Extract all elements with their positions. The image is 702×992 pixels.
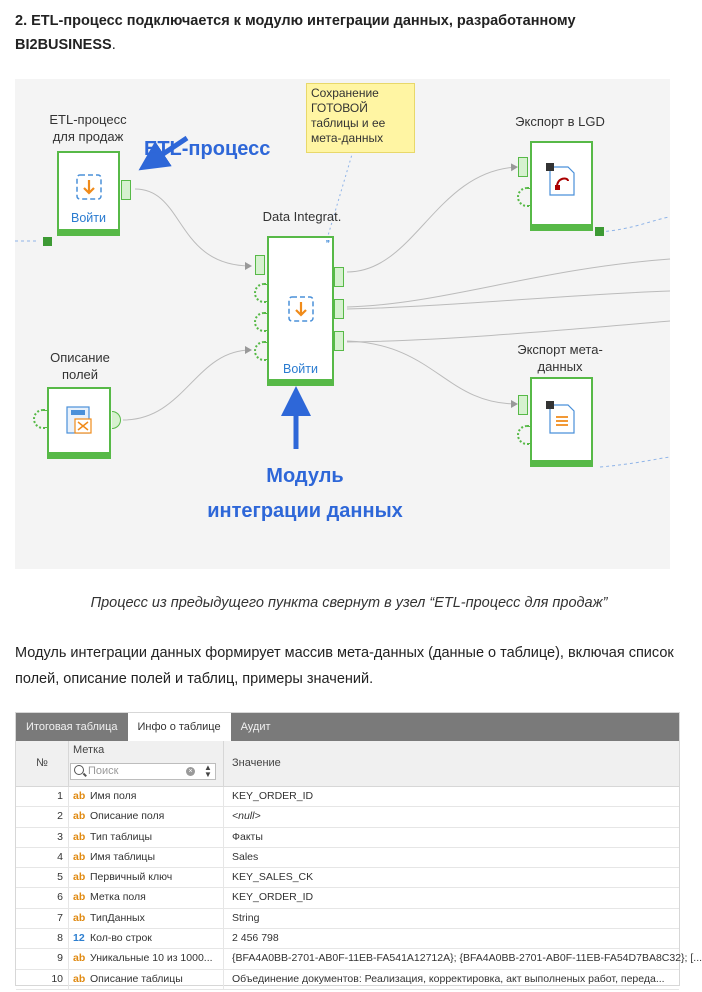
module-annotation: Модуль интеграции данных [207, 465, 403, 522]
connector-meta-out [599, 456, 671, 468]
tab-table-info[interactable]: Инфо о таблице [127, 713, 231, 741]
etl-output-port[interactable] [121, 180, 131, 200]
etl-input-port [43, 237, 52, 246]
type-icon: ab [73, 911, 86, 924]
connector-lgd-out [599, 216, 671, 233]
type-icon: 12 [73, 932, 85, 945]
type-icon: ab [73, 871, 86, 884]
integration-node-label: Data Integrat. [262, 209, 342, 224]
fields-input-port[interactable] [33, 409, 47, 429]
etl-node[interactable]: Войти [57, 151, 120, 236]
body-paragraph: Модуль интеграции данных формирует масси… [15, 645, 674, 687]
header-number: № [16, 741, 69, 786]
heading-text: ETL-процесс подключается к модулю интегр… [15, 13, 576, 53]
export-meta-icon [546, 401, 575, 434]
etl-diagram: ETL-процесс для продаж Войти ETL-процесс… [15, 79, 671, 569]
integration-enter-button[interactable]: Войти [283, 362, 318, 376]
type-icon: ab [73, 850, 86, 863]
tab-bar: Итоговая таблица Инфо о таблице Аудит [16, 713, 679, 741]
tab-audit[interactable]: Аудит [240, 721, 271, 733]
integration-input-port-4[interactable] [254, 341, 268, 361]
search-input[interactable]: Поиск × ▲▼ [70, 763, 216, 780]
sticky-link [326, 150, 354, 240]
svg-text:Модуль: Модуль [266, 465, 343, 487]
integration-node[interactable]: ❞ Войти [267, 236, 334, 386]
field-description-icon [66, 406, 92, 434]
search-icon [74, 765, 84, 775]
export-lgd-icon [546, 163, 575, 196]
fields-node[interactable] [47, 387, 111, 459]
section-heading: 2. ETL-процесс подключается к модулю инт… [15, 13, 576, 53]
connector-integration-meta [346, 340, 518, 408]
etl-enter-button[interactable]: Войти [71, 211, 106, 225]
table-header: № Метка Поиск × ▲▼ Значение [16, 741, 679, 787]
etl-annotation: ETL-процесс [144, 138, 270, 160]
integration-input-port-1[interactable] [255, 255, 265, 275]
note-icon: ❞ [325, 239, 330, 248]
export-meta-node-label: Экспорт мета-данных [517, 342, 603, 374]
integration-process-icon [288, 296, 314, 322]
connector-fields-integration [122, 346, 252, 421]
etl-node-label: ETL-процесс для продаж [49, 112, 127, 144]
sticky-note: Сохранение ГОТОВОЙ таблицы и ее мета-дан… [306, 83, 415, 153]
type-icon: ab [73, 830, 86, 843]
type-icon: ab [73, 891, 86, 904]
integration-output-port-2[interactable] [334, 299, 344, 319]
export-meta-node[interactable] [530, 377, 593, 467]
export-meta-input-port-1[interactable] [518, 395, 528, 415]
export-lgd-node[interactable] [530, 141, 593, 231]
type-icon: ab [73, 952, 86, 965]
table-info-panel: Итоговая таблица Инфо о таблице Аудит № … [15, 712, 702, 990]
connector-out-3 [346, 320, 671, 343]
export-lgd-input-port-2[interactable] [517, 187, 531, 207]
integration-input-port-2[interactable] [254, 283, 268, 303]
etl-pointer-arrow [138, 135, 189, 171]
integration-output-port-1[interactable] [334, 267, 344, 287]
svg-text:интеграции данных: интеграции данных [207, 500, 403, 522]
sort-stepper-icon[interactable]: ▲▼ [204, 763, 212, 779]
fields-node-label: Описание полей [50, 350, 110, 382]
header-label: Метка [73, 744, 105, 756]
tab-final-table[interactable]: Итоговая таблица [26, 721, 118, 733]
header-value: Значение [232, 757, 281, 769]
heading-number: 2. [15, 13, 28, 29]
integration-output-port-3[interactable] [334, 331, 344, 351]
type-icon: ab [73, 810, 86, 823]
clear-icon[interactable]: × [186, 767, 195, 776]
integration-input-port-3[interactable] [254, 312, 268, 332]
connector-out-2 [346, 290, 671, 310]
etl-process-icon [76, 174, 102, 200]
connector-out-1 [346, 258, 671, 308]
header-label-column: Метка Поиск × ▲▼ [69, 741, 224, 786]
search-placeholder: Поиск [88, 765, 119, 777]
type-icon: ab [73, 972, 86, 985]
export-lgd-output-port[interactable] [595, 227, 604, 236]
type-icon: ab [73, 790, 86, 802]
svg-text:ETL-процесс: ETL-процесс [144, 138, 270, 160]
connector-integration-lgd [346, 163, 518, 273]
diagram-connections [15, 135, 671, 468]
export-lgd-node-label: Экспорт в LGD [515, 114, 605, 129]
export-lgd-input-port-1[interactable] [518, 157, 528, 177]
connector-etl-integration [134, 188, 252, 270]
export-meta-input-port-2[interactable] [517, 425, 531, 445]
figure-caption: Процесс из предыдущего пункта свернут в … [90, 595, 608, 611]
